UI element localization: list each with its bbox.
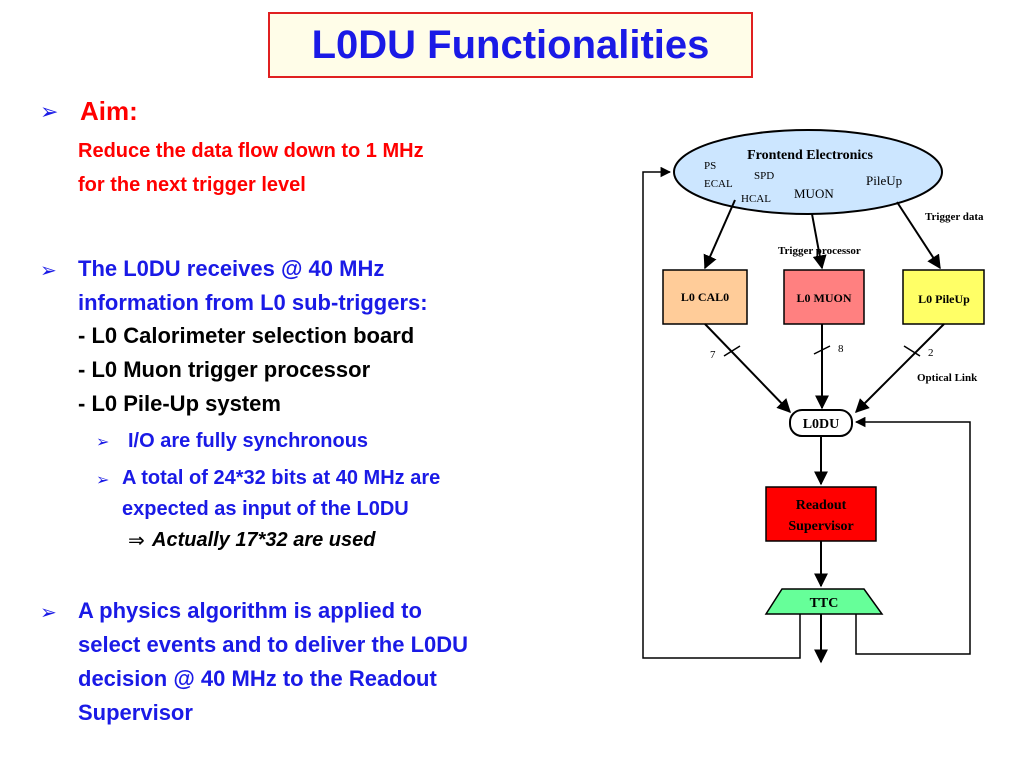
l0-muon-label: L0 MUON bbox=[797, 291, 852, 305]
sub-bullet-arrow-icon: ➢ bbox=[96, 470, 110, 489]
l0-cal-label: L0 CAL0 bbox=[681, 290, 729, 304]
aim-line-1: Reduce the data flow down to 1 MHz bbox=[78, 140, 424, 162]
receives-line-1: The L0DU receives @ 40 MHz bbox=[78, 256, 385, 281]
l0-pileup-label: L0 PileUp bbox=[918, 292, 970, 306]
feedback-right-loop bbox=[854, 416, 971, 655]
frontend-ps: PS bbox=[704, 160, 716, 172]
feedback-left-loop bbox=[642, 166, 801, 659]
link-cal-to-l0du bbox=[704, 323, 791, 414]
trigger-processor-label: Trigger processor bbox=[778, 245, 861, 257]
receives-item-pileup: - L0 Pile-Up system bbox=[78, 391, 281, 416]
link-slash-cal bbox=[723, 345, 741, 357]
frontend-hcal: HCAL bbox=[741, 193, 771, 205]
arrow-frontend-to-cal bbox=[703, 199, 736, 270]
sub-actually-used: Actually 17*32 are used bbox=[152, 529, 376, 551]
aim-label: Aim: bbox=[80, 96, 138, 126]
algorithm-line-4: Supervisor bbox=[78, 700, 193, 725]
arrow-frontend-to-pileup bbox=[896, 201, 941, 270]
sub-total-bits-line-2: expected as input of the L0DU bbox=[122, 498, 409, 520]
frontend-pileup: PileUp bbox=[866, 173, 902, 188]
link-slash-pileup bbox=[903, 345, 921, 357]
frontend-ellipse bbox=[673, 129, 943, 215]
bullet-arrow-icon: ➢ bbox=[40, 600, 57, 624]
frontend-spd: SPD bbox=[754, 170, 774, 182]
frontend-title: Frontend Electronics bbox=[747, 148, 873, 163]
optical-link-label: Optical Link bbox=[917, 372, 978, 384]
receives-item-cal: - L0 Calorimeter selection board bbox=[78, 323, 415, 348]
l0-muon-box bbox=[783, 269, 865, 325]
link-count-muon: 8 bbox=[838, 343, 844, 355]
frontend-ecal: ECAL bbox=[704, 178, 733, 190]
ttc-trapezoid bbox=[764, 588, 884, 615]
sub-bullet-arrow-icon: ➢ bbox=[96, 432, 110, 451]
receives-line-2: information from L0 sub-triggers: bbox=[78, 290, 428, 315]
algorithm-line-2: select events and to deliver the L0DU bbox=[78, 632, 469, 657]
link-count-pileup: 2 bbox=[928, 347, 934, 359]
bullet-arrow-icon: ➢ bbox=[40, 100, 59, 125]
bullet-arrow-icon: ➢ bbox=[40, 258, 57, 282]
l0du-label: L0DU bbox=[803, 417, 840, 432]
aim-line-2: for the next trigger level bbox=[78, 174, 306, 196]
frontend-muon: MUON bbox=[794, 186, 834, 201]
link-pileup-to-l0du bbox=[855, 323, 945, 413]
link-slash-muon bbox=[813, 345, 831, 355]
page-title: L0DU Functionalities bbox=[311, 22, 710, 67]
arrow-frontend-to-muon bbox=[811, 213, 827, 270]
title-box: L0DU Functionalities bbox=[268, 12, 753, 78]
implies-arrow-icon: ⇒ bbox=[128, 528, 145, 552]
algorithm-line-1: A physics algorithm is applied to bbox=[78, 598, 422, 623]
trigger-data-label: Trigger data bbox=[925, 211, 984, 223]
trigger-diagram: Frontend Electronics PS ECAL SPD HCAL MU… bbox=[642, 129, 985, 664]
sub-io-sync: I/O are fully synchronous bbox=[128, 430, 369, 452]
ttc-label: TTC bbox=[810, 596, 839, 611]
sub-total-bits-line-1: A total of 24*32 bits at 40 MHz are bbox=[122, 467, 441, 489]
receives-item-muon: - L0 Muon trigger processor bbox=[78, 357, 371, 382]
algorithm-line-3: decision @ 40 MHz to the Readout bbox=[78, 666, 437, 691]
readout-supervisor-line-2: Supervisor bbox=[788, 519, 853, 534]
readout-supervisor-line-1: Readout bbox=[796, 498, 847, 513]
link-count-cal: 7 bbox=[710, 349, 716, 361]
